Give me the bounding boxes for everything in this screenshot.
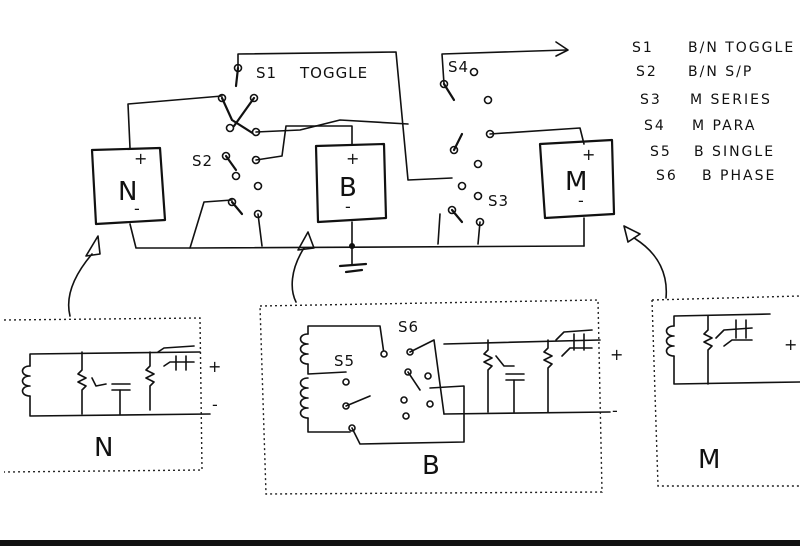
switch-s3-s4	[439, 67, 495, 227]
detail-m-plus: +	[784, 335, 797, 354]
detail-b-minus: -	[612, 401, 618, 420]
legend-s3-switch: S3	[640, 92, 662, 108]
detail-m-label: M	[698, 445, 720, 475]
box-b-minus: -	[345, 197, 351, 216]
legend-s2-switch: S2	[636, 64, 658, 80]
box-n-label: N	[118, 177, 137, 207]
detail-b-label: B	[422, 451, 440, 481]
box-m-plus: +	[582, 145, 595, 164]
label-s5: S5	[334, 352, 355, 370]
box-m-minus: -	[578, 191, 584, 210]
switch-legend: S1 B/N TOGGLE S2 B/N S/P S3 M SERIES S4 …	[632, 40, 795, 184]
box-n-plus: +	[134, 149, 147, 168]
label-s4: S4	[448, 58, 469, 76]
legend-s1-switch: S1	[632, 40, 654, 56]
detail-n: + - N	[3, 317, 221, 473]
label-s1: S1	[256, 64, 277, 82]
box-n-minus: -	[134, 199, 140, 218]
detail-b-plus: +	[610, 345, 623, 364]
box-b-plus: +	[346, 149, 359, 168]
legend-s5-text: B SINGLE	[694, 144, 775, 160]
legend-s4-text: M PARA	[692, 118, 756, 134]
pickup-box-m: M + -	[538, 138, 616, 220]
wiring-top	[127, 41, 585, 274]
label-toggle: TOGGLE	[299, 64, 368, 82]
label-s2: S2	[192, 152, 213, 170]
pickup-box-b: B + -	[314, 142, 388, 224]
detail-b: + - S5 S6 B	[259, 299, 623, 495]
label-s3: S3	[488, 192, 509, 210]
legend-s2-text: B/N S/P	[688, 64, 753, 80]
box-b-label: B	[339, 173, 357, 203]
detail-n-plus: +	[208, 357, 221, 376]
legend-s6-switch: S6	[656, 168, 678, 184]
legend-s6-text: B PHASE	[702, 168, 776, 184]
box-m-label: M	[565, 167, 587, 197]
bottom-border	[0, 540, 800, 546]
detail-n-label: N	[94, 433, 113, 463]
legend-s5-switch: S5	[650, 144, 672, 160]
label-s6: S6	[398, 318, 419, 336]
detail-m: + M	[651, 295, 800, 487]
switch-s1-s2	[217, 63, 263, 219]
legend-s4-switch: S4	[644, 118, 666, 134]
pickup-box-n: N + -	[90, 146, 167, 226]
legend-s3-text: M SERIES	[690, 92, 772, 108]
legend-s1-text: B/N TOGGLE	[688, 40, 795, 56]
pointer-arrows	[67, 225, 668, 317]
detail-n-minus: -	[212, 395, 218, 414]
